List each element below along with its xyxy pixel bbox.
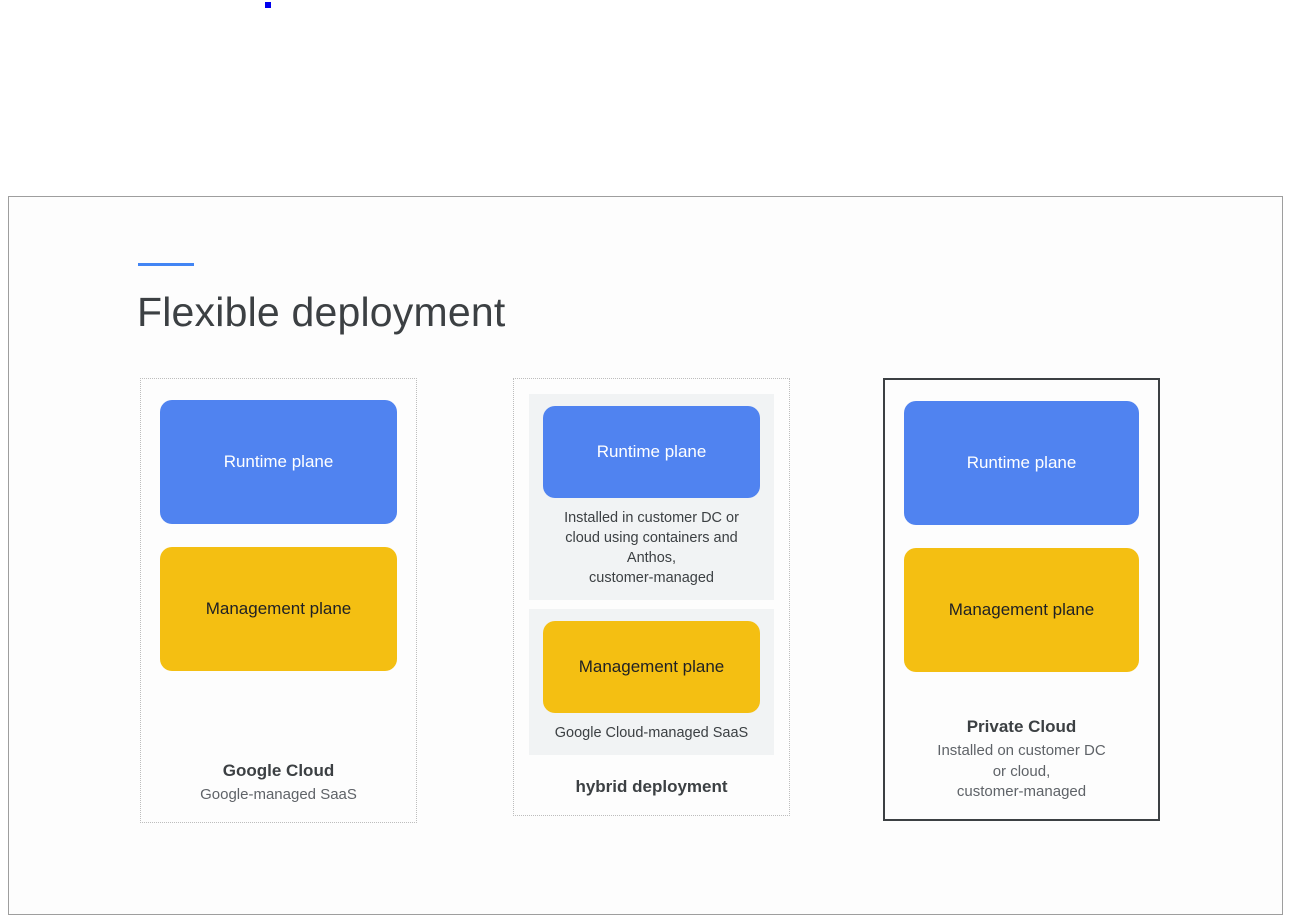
title-accent-bar — [138, 263, 194, 266]
caption-title: Private Cloud — [966, 717, 1077, 737]
management-plane-box[interactable]: Management plane — [904, 548, 1139, 672]
column-body: Runtime plane Management plane — [141, 379, 416, 760]
caption-title: Google Cloud — [222, 760, 335, 780]
runtime-plane-box[interactable]: Runtime plane — [543, 406, 760, 498]
runtime-plane-box[interactable]: Runtime plane — [160, 400, 397, 524]
management-plane-note: Google Cloud-managed SaaS — [554, 725, 749, 741]
column-caption: Private Cloud Installed on customer DC o… — [885, 716, 1158, 819]
column-caption: Google Cloud Google-managed SaaS — [141, 760, 416, 822]
caption-title: hybrid deployment — [575, 777, 728, 796]
slide-frame: Flexible deployment Runtime plane Manage… — [8, 196, 1283, 915]
deployment-column-google-cloud[interactable]: Runtime plane Management plane Google Cl… — [140, 378, 417, 823]
page-title: Flexible deployment — [137, 289, 506, 335]
runtime-plane-note: Installed in customer DC or cloud using … — [564, 510, 739, 586]
caption-subtitle: Google-managed SaaS — [200, 785, 357, 803]
column-body: Runtime plane Installed in customer DC o… — [514, 379, 789, 815]
management-plane-box[interactable]: Management plane — [160, 547, 397, 671]
column-body: Runtime plane Management plane — [885, 380, 1158, 716]
management-plane-card[interactable]: Management plane Google Cloud-managed Sa… — [529, 609, 774, 755]
stray-pixel-artifact — [265, 2, 271, 8]
runtime-plane-card[interactable]: Runtime plane Installed in customer DC o… — [529, 394, 774, 600]
caption-subtitle: Installed on customer DC or cloud, custo… — [937, 742, 1106, 800]
runtime-plane-box[interactable]: Runtime plane — [904, 401, 1139, 525]
deployment-column-hybrid[interactable]: Runtime plane Installed in customer DC o… — [513, 378, 790, 816]
deployment-columns: Runtime plane Management plane Google Cl… — [9, 378, 1282, 828]
management-plane-box[interactable]: Management plane — [543, 621, 760, 713]
deployment-column-private-cloud[interactable]: Runtime plane Management plane Private C… — [883, 378, 1160, 821]
